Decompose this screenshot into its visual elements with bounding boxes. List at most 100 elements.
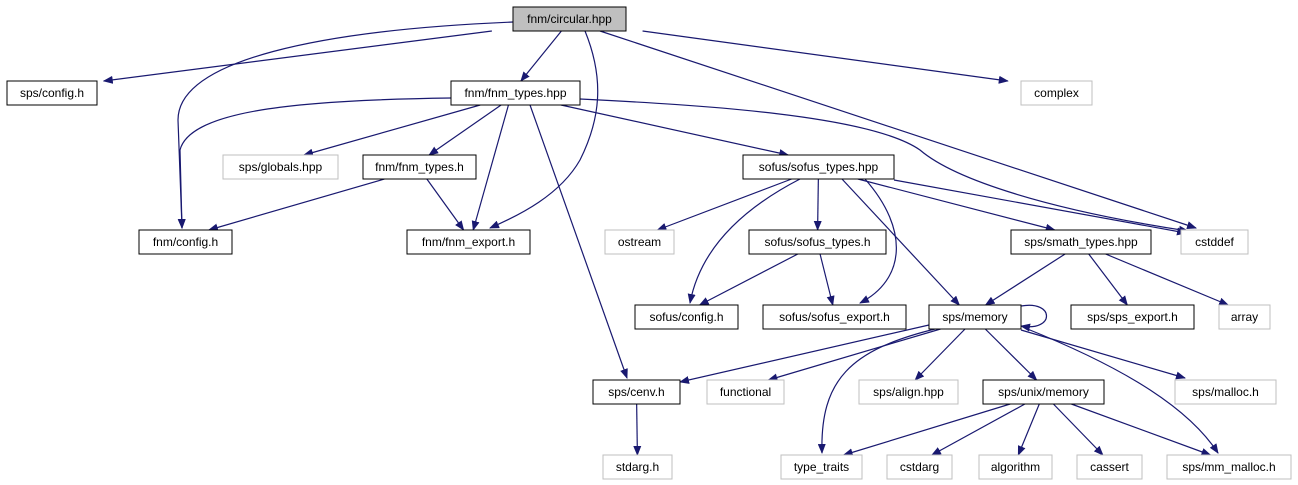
node-sofus-export[interactable]: sofus/sofus_export.h: [762, 304, 907, 330]
node-sps-globals: sps/globals.hpp: [222, 154, 339, 180]
node-complex: complex: [1020, 80, 1093, 106]
edge-sps_memory-to-sps_memory: [1020, 304, 1047, 332]
edge-layer: [102, 21, 1230, 457]
edge-sofus_types_hpp-to-cstddef: [893, 179, 1187, 236]
node-sofus-types-hpp[interactable]: sofus/sofus_types.hpp: [742, 154, 895, 180]
edge-sofus_types_hpp-to-smath_types: [857, 178, 1056, 232]
node-label: sps/malloc.h: [1192, 385, 1259, 399]
edge-fnm_types_hpp-to-sps_globals: [303, 104, 481, 157]
edge-fnm_types_hpp-to-cstddef: [579, 98, 1189, 234]
node-fnm-types-h[interactable]: fnm/fnm_types.h: [362, 154, 477, 180]
node-label: type_traits: [794, 460, 849, 474]
edge-circular-to-fnm_types_hpp: [520, 30, 562, 82]
node-label: sofus/sofus_types.h: [764, 235, 870, 249]
edge-smath_types-to-array: [1105, 253, 1230, 306]
edge-sps_memory-to-type_traits: [817, 328, 936, 454]
edge-sps_unix_memory-to-algorithm: [1017, 403, 1040, 456]
edge-sofus_types_hpp-to-sofus_types_h: [813, 178, 822, 231]
node-label: complex: [1034, 86, 1079, 100]
node-label: sps/sps_export.h: [1087, 310, 1178, 324]
node-sps-mm-malloc: sps/mm_malloc.h: [1166, 454, 1292, 480]
node-fnm-export[interactable]: fnm/fnm_export.h: [406, 229, 531, 255]
node-array: array: [1218, 304, 1271, 330]
node-box: [982, 379, 1105, 405]
node-sps-config[interactable]: sps/config.h: [6, 80, 98, 106]
node-fnm-types-hpp[interactable]: fnm/fnm_types.hpp: [450, 80, 581, 106]
edge-fnm_types_hpp-to-fnm_config: [177, 97, 452, 229]
edge-circular-to-fnm_config: [177, 21, 514, 229]
node-box: [406, 229, 531, 255]
node-label: sps/unix/memory: [998, 385, 1089, 399]
node-box: [1076, 454, 1143, 480]
node-label: array: [1231, 310, 1258, 324]
node-label: sps/align.hpp: [873, 385, 944, 399]
node-cassert: cassert: [1076, 454, 1143, 480]
node-box: [762, 304, 907, 330]
edge-circular-to-complex: [642, 30, 1009, 84]
node-box: [450, 80, 581, 106]
edge-sps_unix_memory-to-cstdarg: [931, 403, 1026, 456]
node-sps-align: sps/align.hpp: [858, 379, 959, 405]
edge-sofus_types_h-to-sofus_export: [819, 253, 835, 306]
edge-sps_unix_memory-to-type_traits: [842, 403, 1011, 457]
edge-sofus_types_hpp-to-sofus_config: [687, 178, 801, 304]
node-box: [1070, 304, 1195, 330]
edge-fnm_types_hpp-to-sps_cenv: [529, 104, 628, 379]
edge-fnm_types_hpp-to-fnm_export: [471, 104, 510, 231]
node-box: [1218, 304, 1271, 330]
node-functional: functional: [706, 379, 785, 405]
node-label: sofus/sofus_types.hpp: [759, 160, 879, 174]
node-label: sofus/config.h: [649, 310, 723, 324]
node-cstddef: cstddef: [1180, 229, 1249, 255]
node-stdarg-h: stdarg.h: [602, 454, 673, 480]
node-box: [634, 304, 739, 330]
edge-fnm_types_h-to-fnm_config: [207, 178, 385, 232]
node-label: fnm/fnm_types.h: [375, 160, 464, 174]
edge-fnm_types_h-to-fnm_export: [426, 178, 465, 231]
node-sps-unix-memory[interactable]: sps/unix/memory: [982, 379, 1105, 405]
edge-sofus_types_hpp-to-sps_memory: [841, 178, 961, 306]
node-smath-types[interactable]: sps/smath_types.hpp: [1010, 229, 1152, 255]
edge-circular-to-fnm_export: [489, 30, 599, 229]
node-box: [780, 454, 863, 480]
node-label: functional: [720, 385, 771, 399]
node-box: [742, 154, 895, 180]
node-box: [602, 454, 673, 480]
node-label: ostream: [618, 235, 661, 249]
node-type-traits: type_traits: [780, 454, 863, 480]
edge-circular-to-sps_config: [102, 30, 492, 84]
node-label: fnm/fnm_types.hpp: [464, 86, 566, 100]
node-label: cstdarg: [900, 460, 939, 474]
node-box: [978, 454, 1053, 480]
edge-sps_memory-to-sps_malloc: [1020, 329, 1186, 380]
edge-fnm_types_hpp-to-sofus_types_hpp: [560, 104, 790, 157]
node-box: [512, 6, 627, 32]
node-sps-export[interactable]: sps/sps_export.h: [1070, 304, 1195, 330]
edge-sps_unix_memory-to-sps_mm_malloc: [1071, 403, 1212, 456]
edge-sps_memory-to-sps_unix_memory: [984, 328, 1038, 381]
edge-sps_unix_memory-to-cassert: [1052, 403, 1104, 456]
node-label: stdarg.h: [616, 460, 659, 474]
node-sps-cenv[interactable]: sps/cenv.h: [592, 379, 681, 405]
node-fnm-config[interactable]: fnm/config.h: [138, 229, 233, 255]
node-sofus-config[interactable]: sofus/config.h: [634, 304, 739, 330]
node-box: [592, 379, 681, 405]
node-ostream: ostream: [604, 229, 675, 255]
node-box: [1180, 229, 1249, 255]
node-label: cstddef: [1195, 235, 1234, 249]
node-box: [1020, 80, 1093, 106]
edge-sofus_types_hpp-to-ostream: [656, 178, 792, 231]
node-label: sps/smath_types.hpp: [1024, 235, 1138, 249]
edge-sps_memory-to-sps_cenv: [679, 324, 930, 384]
node-box: [748, 229, 887, 255]
node-box: [1166, 454, 1292, 480]
node-sps-memory[interactable]: sps/memory: [928, 304, 1022, 330]
node-label: sps/mm_malloc.h: [1182, 460, 1275, 474]
node-label: fnm/config.h: [153, 235, 218, 249]
node-box: [1174, 379, 1277, 405]
node-label: fnm/circular.hpp: [527, 12, 612, 26]
node-sofus-types-h[interactable]: sofus/sofus_types.h: [748, 229, 887, 255]
edge-smath_types-to-sps_memory: [984, 253, 1066, 306]
edge-sps_memory-to-sps_mm_malloc: [1024, 327, 1219, 454]
node-circular[interactable]: fnm/circular.hpp: [512, 6, 627, 32]
